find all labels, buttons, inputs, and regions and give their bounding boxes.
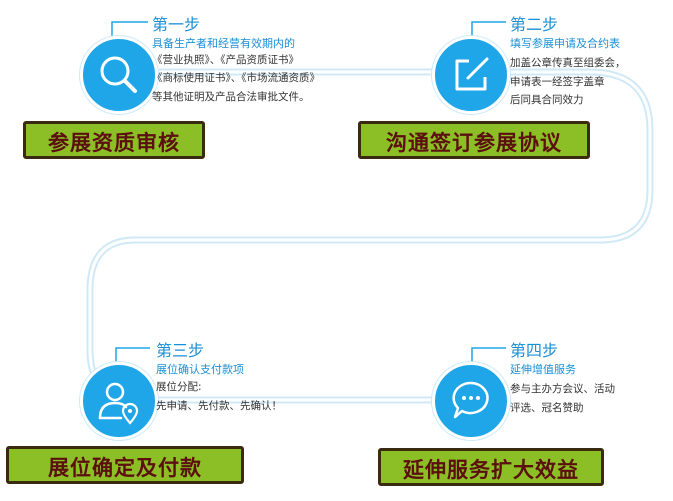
step3-subtitle: 展位确认支付款项 xyxy=(156,363,244,376)
step1-desc-line2: 《商标使用证书》、《市场流通资质》 xyxy=(152,72,320,84)
search-icon xyxy=(100,56,137,93)
step2-desc-line2: 申请表一经签字盖章 xyxy=(510,76,605,88)
user-location-icon xyxy=(98,382,139,425)
step1-title: 第一步 xyxy=(152,15,201,34)
step2-desc-line3: 后同具合同效力 xyxy=(510,94,584,106)
step4-title: 第四步 xyxy=(510,341,559,360)
step4-badge: 延伸服务扩大效益 xyxy=(378,448,604,486)
step1-circle xyxy=(80,36,158,114)
step3-desc-line2: 先申请、先付款、先确认！ xyxy=(156,400,282,412)
step2-desc-line1: 加盖公章传真至组委会， xyxy=(510,57,626,69)
step1-badge: 参展资质审核 xyxy=(23,121,205,159)
step2-badge: 沟通签订参展协议 xyxy=(358,121,590,159)
step3-circle xyxy=(80,362,158,440)
step4-circle xyxy=(432,362,510,440)
step2-circle xyxy=(432,36,510,114)
step3-badge: 展位确定及付款 xyxy=(6,446,244,484)
edit-icon xyxy=(455,57,489,91)
step2-subtitle: 填写参展申请及合约表 xyxy=(510,37,620,50)
step3-desc-line1: 展位分配: xyxy=(156,381,202,393)
step1-desc-line1: 《营业执照》、《产品资质证书》 xyxy=(152,54,299,66)
step1-subtitle: 具备生产者和经营有效期内的 xyxy=(152,37,295,50)
step4-subtitle: 延伸增值服务 xyxy=(510,363,576,376)
step3-title: 第三步 xyxy=(156,341,205,360)
step4-desc-line2: 评选、冠名赞助 xyxy=(510,402,584,414)
chat-icon xyxy=(452,381,489,419)
step2-title: 第二步 xyxy=(510,15,559,34)
step1-desc-line3: 等其他证明及产品合法审批文件。 xyxy=(152,91,310,103)
step4-desc-line1: 参与主办方会议、活动 xyxy=(510,383,615,395)
